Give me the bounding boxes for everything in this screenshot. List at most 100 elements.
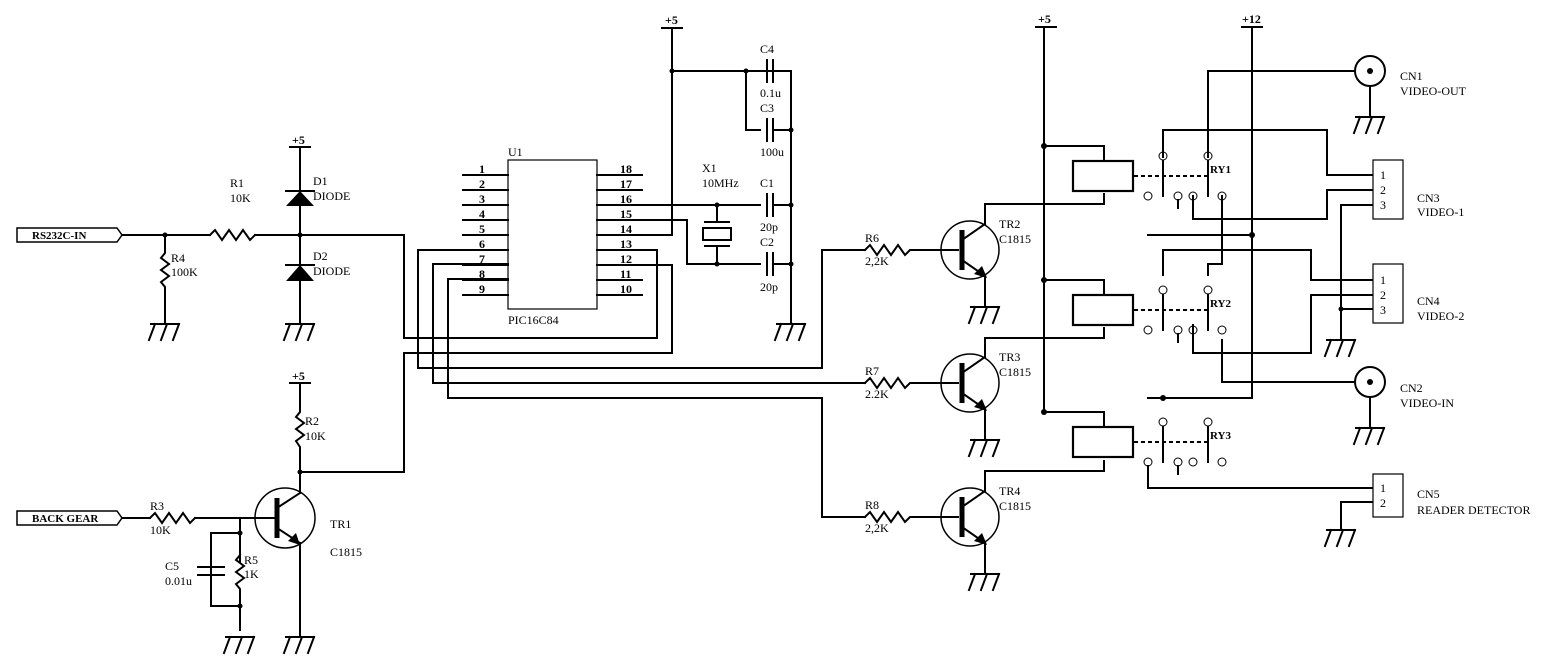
transistor-part: C1815 — [999, 499, 1031, 513]
transistor-part: C1815 — [999, 365, 1031, 379]
resistor-r2: R2 10K — [294, 382, 326, 494]
rs232-terminal[interactable]: RS232C-IN — [16, 227, 123, 243]
u1-ref: U1 — [508, 145, 523, 159]
cn4-pins: 123 — [1380, 273, 1386, 317]
u1-part: PIC16C84 — [508, 313, 559, 327]
rs232-input-section: RS232C-IN R1 10K R4 100K +5 D1 DIODE — [16, 133, 405, 341]
capacitor-c2: C2 20p — [760, 235, 778, 294]
ground-icon — [283, 636, 315, 654]
cn5-name: READER DETECTOR — [1417, 503, 1530, 517]
ground-icon — [968, 439, 1000, 457]
c4-ref: C4 — [760, 42, 774, 56]
ic-pin-number: 10 — [620, 282, 632, 296]
ic-pin-number: 5 — [479, 222, 485, 236]
c4-value: 0.1u — [760, 86, 781, 100]
transistor-ref: TR2 — [999, 217, 1020, 231]
backgear-input-section: BACK GEAR R3 10K C5 0.01u R5 1K +5 — [16, 354, 405, 654]
r2-value: 10K — [305, 429, 326, 443]
relay-coil — [1071, 159, 1135, 193]
capacitor-c4: C4 0.1u — [760, 42, 781, 100]
connector-pin-number: 2 — [1380, 288, 1386, 302]
c5-ref: C5 — [165, 559, 179, 573]
r3-value: 10K — [150, 523, 171, 537]
x1-ref: X1 — [702, 161, 717, 175]
ground-icon — [223, 636, 255, 654]
u1-rail-label: +5 — [665, 13, 678, 27]
oscillator-section: C4 0.1u C3 100u C1 20p C2 20p — [669, 42, 806, 341]
capacitor-c3: C3 100u — [760, 101, 784, 159]
relay-coil — [1071, 293, 1135, 327]
c3-ref: C3 — [760, 101, 774, 115]
backgear-terminal-label: BACK GEAR — [32, 513, 99, 525]
r5-ref: R5 — [244, 553, 258, 567]
ic-pin-number: 14 — [620, 222, 632, 236]
crystal-x1: X1 10MHz — [702, 161, 739, 267]
resistor-ref: R7 — [865, 364, 879, 378]
connector-pin-number: 1 — [1380, 273, 1386, 287]
transistor-tr1: TR1 C1815 — [254, 487, 362, 559]
connector-cn3[interactable]: 123 CN3 VIDEO-1 — [1372, 159, 1464, 220]
connector-pin-number: 3 — [1380, 198, 1386, 212]
c5-value: 0.01u — [165, 574, 192, 588]
capacitor-c5: C5 0.01u — [165, 559, 225, 588]
resistor-ref: R6 — [865, 231, 879, 245]
cn3-pins: 123 — [1380, 168, 1386, 212]
ic-pin-number: 8 — [479, 267, 485, 281]
ground-icon — [968, 573, 1000, 591]
cn5-ref: CN5 — [1417, 487, 1440, 501]
ic-pin-number: 11 — [620, 267, 631, 281]
cn4-name: VIDEO-2 — [1417, 309, 1464, 323]
connector-cn5[interactable]: 12 CN5 READER DETECTOR — [1372, 473, 1530, 518]
resistor-r6: R62,2K — [863, 231, 959, 268]
resistor-r8: R82,2K — [863, 498, 959, 535]
relay-ref: RY3 — [1210, 430, 1232, 442]
cn1-ref: CN1 — [1400, 69, 1423, 83]
connector-cn4[interactable]: 123 CN4 VIDEO-2 — [1372, 263, 1464, 324]
x1-value: 10MHz — [702, 176, 739, 190]
r3-ref: R3 — [150, 499, 164, 513]
ic-pin-number: 7 — [479, 252, 485, 266]
resistor-r5: R5 1K — [234, 553, 259, 631]
ground-icon — [148, 323, 180, 341]
c3-value: 100u — [760, 145, 784, 159]
c1-value: 20p — [760, 220, 778, 234]
connector-pin-number: 3 — [1380, 303, 1386, 317]
r1-ref: R1 — [230, 176, 244, 190]
ic-pin-number: 4 — [479, 207, 485, 221]
tr1-ref: TR1 — [330, 517, 351, 531]
connector-cn1[interactable]: CN1 VIDEO-OUT — [1353, 55, 1467, 134]
connector-pin-number: 1 — [1380, 168, 1386, 182]
ground-icon — [968, 306, 1000, 324]
resistor-r4: R4 100K — [159, 234, 198, 323]
ic-pin-number: 17 — [620, 177, 632, 191]
ic-pin-number: 2 — [479, 177, 485, 191]
backgear-terminal[interactable]: BACK GEAR — [16, 510, 123, 526]
ic-pin-number: 15 — [620, 207, 632, 221]
transistor-part: C1815 — [999, 232, 1031, 246]
d1-value: DIODE — [313, 189, 350, 203]
connector-pin-number: 2 — [1380, 496, 1386, 510]
ic-pin-number: 16 — [620, 192, 632, 206]
resistor-value: 2.2K — [865, 387, 889, 401]
rs232-terminal-label: RS232C-IN — [32, 230, 86, 242]
ic-pin-number: 3 — [479, 192, 485, 206]
ground-icon — [283, 323, 315, 341]
relay-ry3: RY3 — [1041, 409, 1232, 475]
connector-pin-number: 2 — [1380, 183, 1386, 197]
tr1-part: C1815 — [330, 545, 362, 559]
r2-rail-label: +5 — [292, 369, 305, 383]
cn1-name: VIDEO-OUT — [1400, 84, 1467, 98]
cn3-ref: CN3 — [1417, 191, 1440, 205]
d1-ref: D1 — [313, 174, 328, 188]
diode-d2: D2 DIODE — [285, 249, 350, 281]
transistor-ref: TR4 — [999, 484, 1020, 498]
connector-cn2[interactable]: CN2 VIDEO-IN — [1353, 366, 1454, 445]
ic-wiring: +5 — [403, 13, 866, 518]
transistor-ref: TR3 — [999, 350, 1020, 364]
d2-ref: D2 — [313, 249, 328, 263]
